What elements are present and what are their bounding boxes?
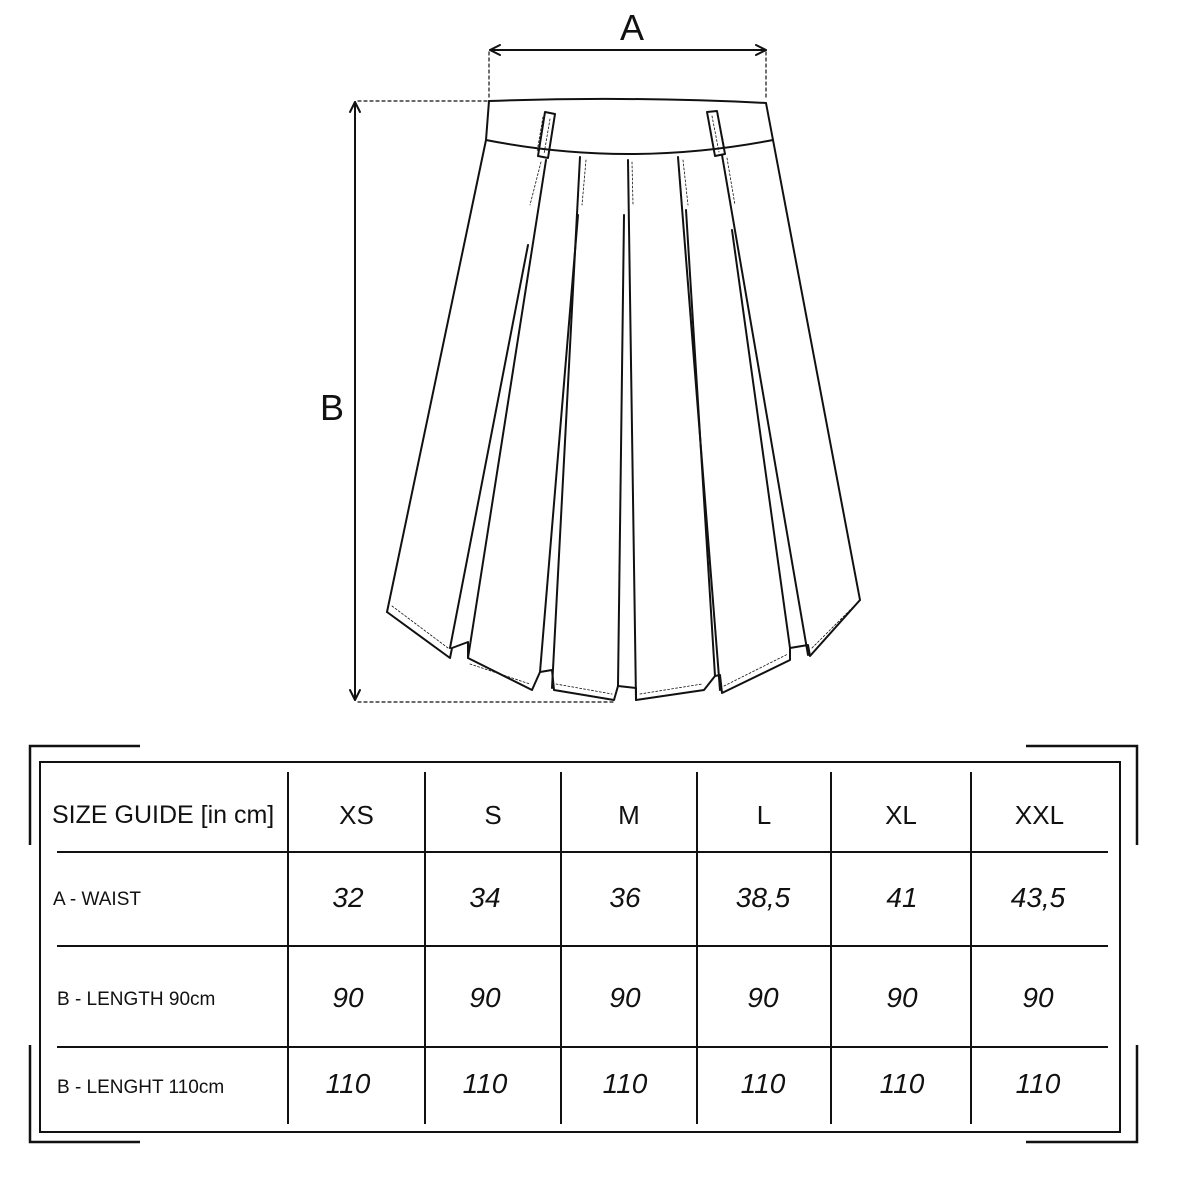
length90-value-l: 90 [747, 982, 779, 1013]
length90-value-xl: 90 [886, 982, 918, 1013]
waist-value-xl: 41 [886, 882, 918, 913]
row-label-length-90: B - LENGTH 90cm [57, 989, 216, 1010]
length90-value-m: 90 [609, 982, 641, 1013]
skirt-technical-drawing [349, 44, 861, 703]
length110-value-l: 110 [740, 1067, 786, 1099]
size-header-xxl: XXL [1014, 799, 1065, 830]
length110-value-s: 110 [462, 1067, 508, 1099]
length90-value-xs: 90 [332, 982, 364, 1013]
length110-value-xxl: 110 [1015, 1067, 1061, 1099]
row-label-length-110: B - LENGHT 110cm [57, 1076, 225, 1098]
length90-value-xxl: 90 [1022, 982, 1054, 1013]
size-header-m: M [618, 799, 640, 830]
waist-value-xs: 32 [332, 882, 364, 913]
size-guide-frame [28, 744, 1139, 1144]
waist-value-m: 36 [609, 882, 641, 913]
waist-value-l: 38,5 [735, 882, 791, 913]
length110-value-xl: 110 [879, 1067, 925, 1099]
row-label-waist: A - WAIST [53, 889, 141, 910]
size-header-l: L [756, 799, 772, 830]
dimension-a-line [488, 44, 767, 101]
waist-value-s: 34 [469, 882, 501, 913]
size-header-xl: XL [885, 799, 917, 830]
length110-value-xs: 110 [325, 1067, 371, 1099]
waistband [485, 97, 774, 159]
dimension-label-b: B [320, 387, 345, 428]
size-header-s: S [484, 799, 502, 830]
dimension-b-line [349, 100, 615, 703]
length90-value-s: 90 [469, 982, 501, 1013]
skirt-body [386, 139, 861, 701]
size-guide-title: SIZE GUIDE [in cm] [52, 800, 275, 829]
dimension-label-a: A [620, 7, 645, 48]
waist-value-xxl: 43,5 [1010, 882, 1066, 913]
size-header-xs: XS [339, 799, 374, 830]
length110-value-m: 110 [602, 1067, 648, 1099]
